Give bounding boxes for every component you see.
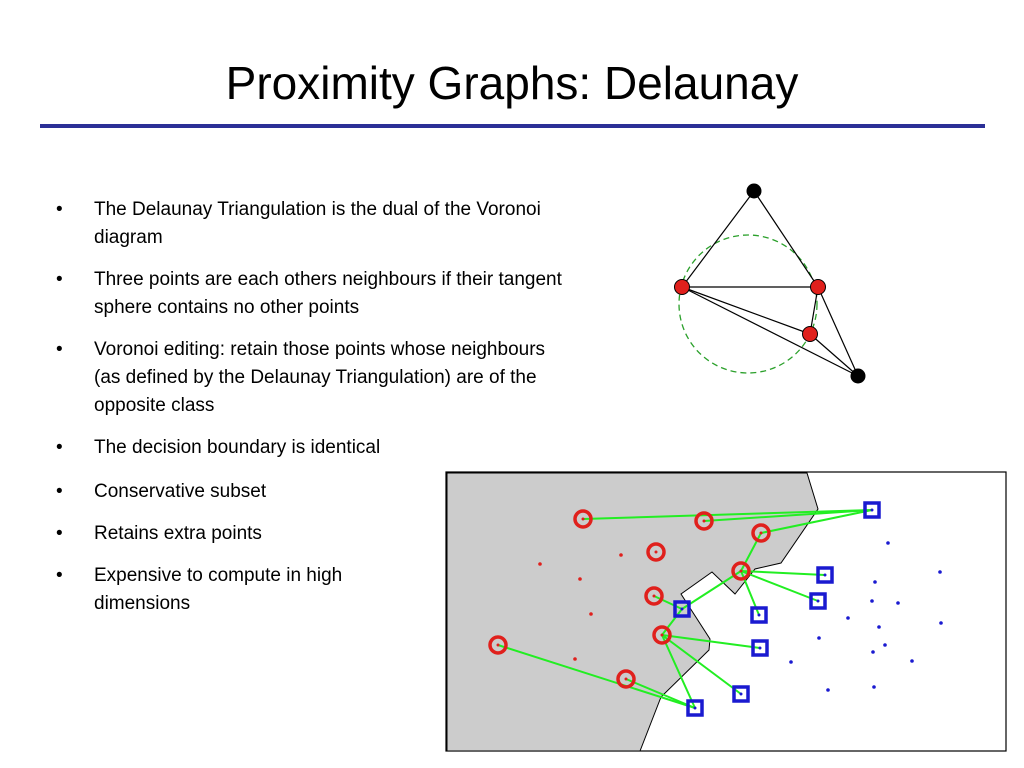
bullet-icon: • xyxy=(56,199,63,220)
bullet-icon: • xyxy=(56,481,63,502)
blue-point-small xyxy=(846,616,850,620)
blue-retained-point xyxy=(751,639,769,657)
delaunay-edge xyxy=(661,634,742,695)
red-retained-point xyxy=(488,635,508,655)
bullet-item: • Retains extra points xyxy=(54,520,594,548)
bullet-item: • The Delaunay Triangulation is the dual … xyxy=(54,196,594,252)
blue-retained-point xyxy=(686,699,704,717)
bullet-item: • Voronoi editing: retain those points wh… xyxy=(54,336,564,420)
bullet-text: Expensive to compute in high dimensions xyxy=(94,565,343,614)
black-point xyxy=(746,183,762,199)
bullet-text: Retains extra points xyxy=(94,523,262,544)
blue-retained-point xyxy=(809,592,827,610)
class-region-red xyxy=(446,472,819,752)
red-point xyxy=(810,279,826,295)
red-point-small xyxy=(538,562,542,566)
red-retained-point xyxy=(644,586,664,606)
red-point-small xyxy=(589,612,593,616)
triangle-edge xyxy=(809,333,859,377)
red-point-small xyxy=(578,577,582,581)
red-point-small xyxy=(573,657,577,661)
blue-point-small xyxy=(789,660,793,664)
bullet-text: Voronoi editing: retain those points who… xyxy=(94,339,546,416)
delaunay-edge xyxy=(661,634,696,709)
bullet-icon: • xyxy=(56,269,63,290)
decision-boundary-plot xyxy=(445,471,1007,752)
red-retained-point xyxy=(694,511,714,531)
blue-point-small xyxy=(883,643,887,647)
red-retained-point xyxy=(573,509,593,529)
triangle-edge xyxy=(681,190,755,288)
red-retained-point xyxy=(751,523,771,543)
bullet-item: • Three points are each others neighbours… xyxy=(54,266,594,322)
blue-point-small xyxy=(910,659,914,663)
blue-point-small xyxy=(817,636,821,640)
bullet-icon: • xyxy=(56,339,63,360)
blue-class-points xyxy=(673,501,943,717)
blue-point-small xyxy=(939,621,943,625)
bullet-text: Conservative subset xyxy=(94,481,267,502)
blue-retained-point xyxy=(732,685,750,703)
bullet-item: • The decision boundary is identical xyxy=(54,434,594,462)
blue-retained-point xyxy=(750,606,768,624)
red-retained-point xyxy=(731,561,751,581)
black-point xyxy=(850,368,866,384)
delaunay-edge xyxy=(681,570,742,610)
blue-point-small xyxy=(896,601,900,605)
blue-point-small xyxy=(872,685,876,689)
triangle-edge xyxy=(817,286,859,377)
delaunay-edge xyxy=(740,570,826,576)
bullet-text: The decision boundary is identical xyxy=(94,437,381,458)
title-divider xyxy=(40,124,985,128)
bullet-icon: • xyxy=(56,523,63,544)
bullet-text: The Delaunay Triangulation is the dual o… xyxy=(94,199,541,248)
blue-point-small xyxy=(826,688,830,692)
red-point xyxy=(674,279,690,295)
delaunay-edge xyxy=(653,595,683,610)
delaunay-edge xyxy=(740,570,819,602)
delaunay-triangle-diagram xyxy=(674,183,866,384)
blue-retained-point xyxy=(673,600,691,618)
blue-point-small xyxy=(877,625,881,629)
red-point xyxy=(802,326,818,342)
bullet-item: • Conservative subset xyxy=(54,478,594,506)
red-retained-point xyxy=(646,542,666,562)
red-retained-point xyxy=(652,625,672,645)
blue-retained-point xyxy=(863,501,881,519)
triangle-edge xyxy=(681,286,859,377)
blue-point-small xyxy=(886,541,890,545)
delaunay-edge xyxy=(703,509,873,522)
delaunay-edge xyxy=(582,509,873,520)
bullet-text: Three points are each others neighbours … xyxy=(94,269,562,318)
red-retained-point xyxy=(616,669,636,689)
red-class-points xyxy=(488,509,771,689)
blue-point-small xyxy=(870,599,874,603)
slide-title: Proximity Graphs: Delaunay xyxy=(225,57,799,109)
bullet-icon: • xyxy=(56,565,63,586)
empty-circumcircle xyxy=(678,234,818,374)
triangle-edge xyxy=(681,286,811,335)
blue-point-small xyxy=(938,570,942,574)
delaunay-edge xyxy=(661,608,683,636)
delaunay-edge xyxy=(497,644,696,709)
bullet-list: • The Delaunay Triangulation is the dual … xyxy=(54,196,594,632)
triangle-edge xyxy=(753,190,819,288)
blue-point-small xyxy=(873,580,877,584)
delaunay-edge xyxy=(625,678,696,709)
delaunay-edge xyxy=(661,634,761,649)
red-point-small xyxy=(619,553,623,557)
bullet-item: • Expensive to compute in high dimensions xyxy=(54,562,414,618)
delaunay-edge xyxy=(760,509,873,534)
blue-retained-point xyxy=(816,566,834,584)
bullet-icon: • xyxy=(56,437,63,458)
blue-point-small xyxy=(871,650,875,654)
